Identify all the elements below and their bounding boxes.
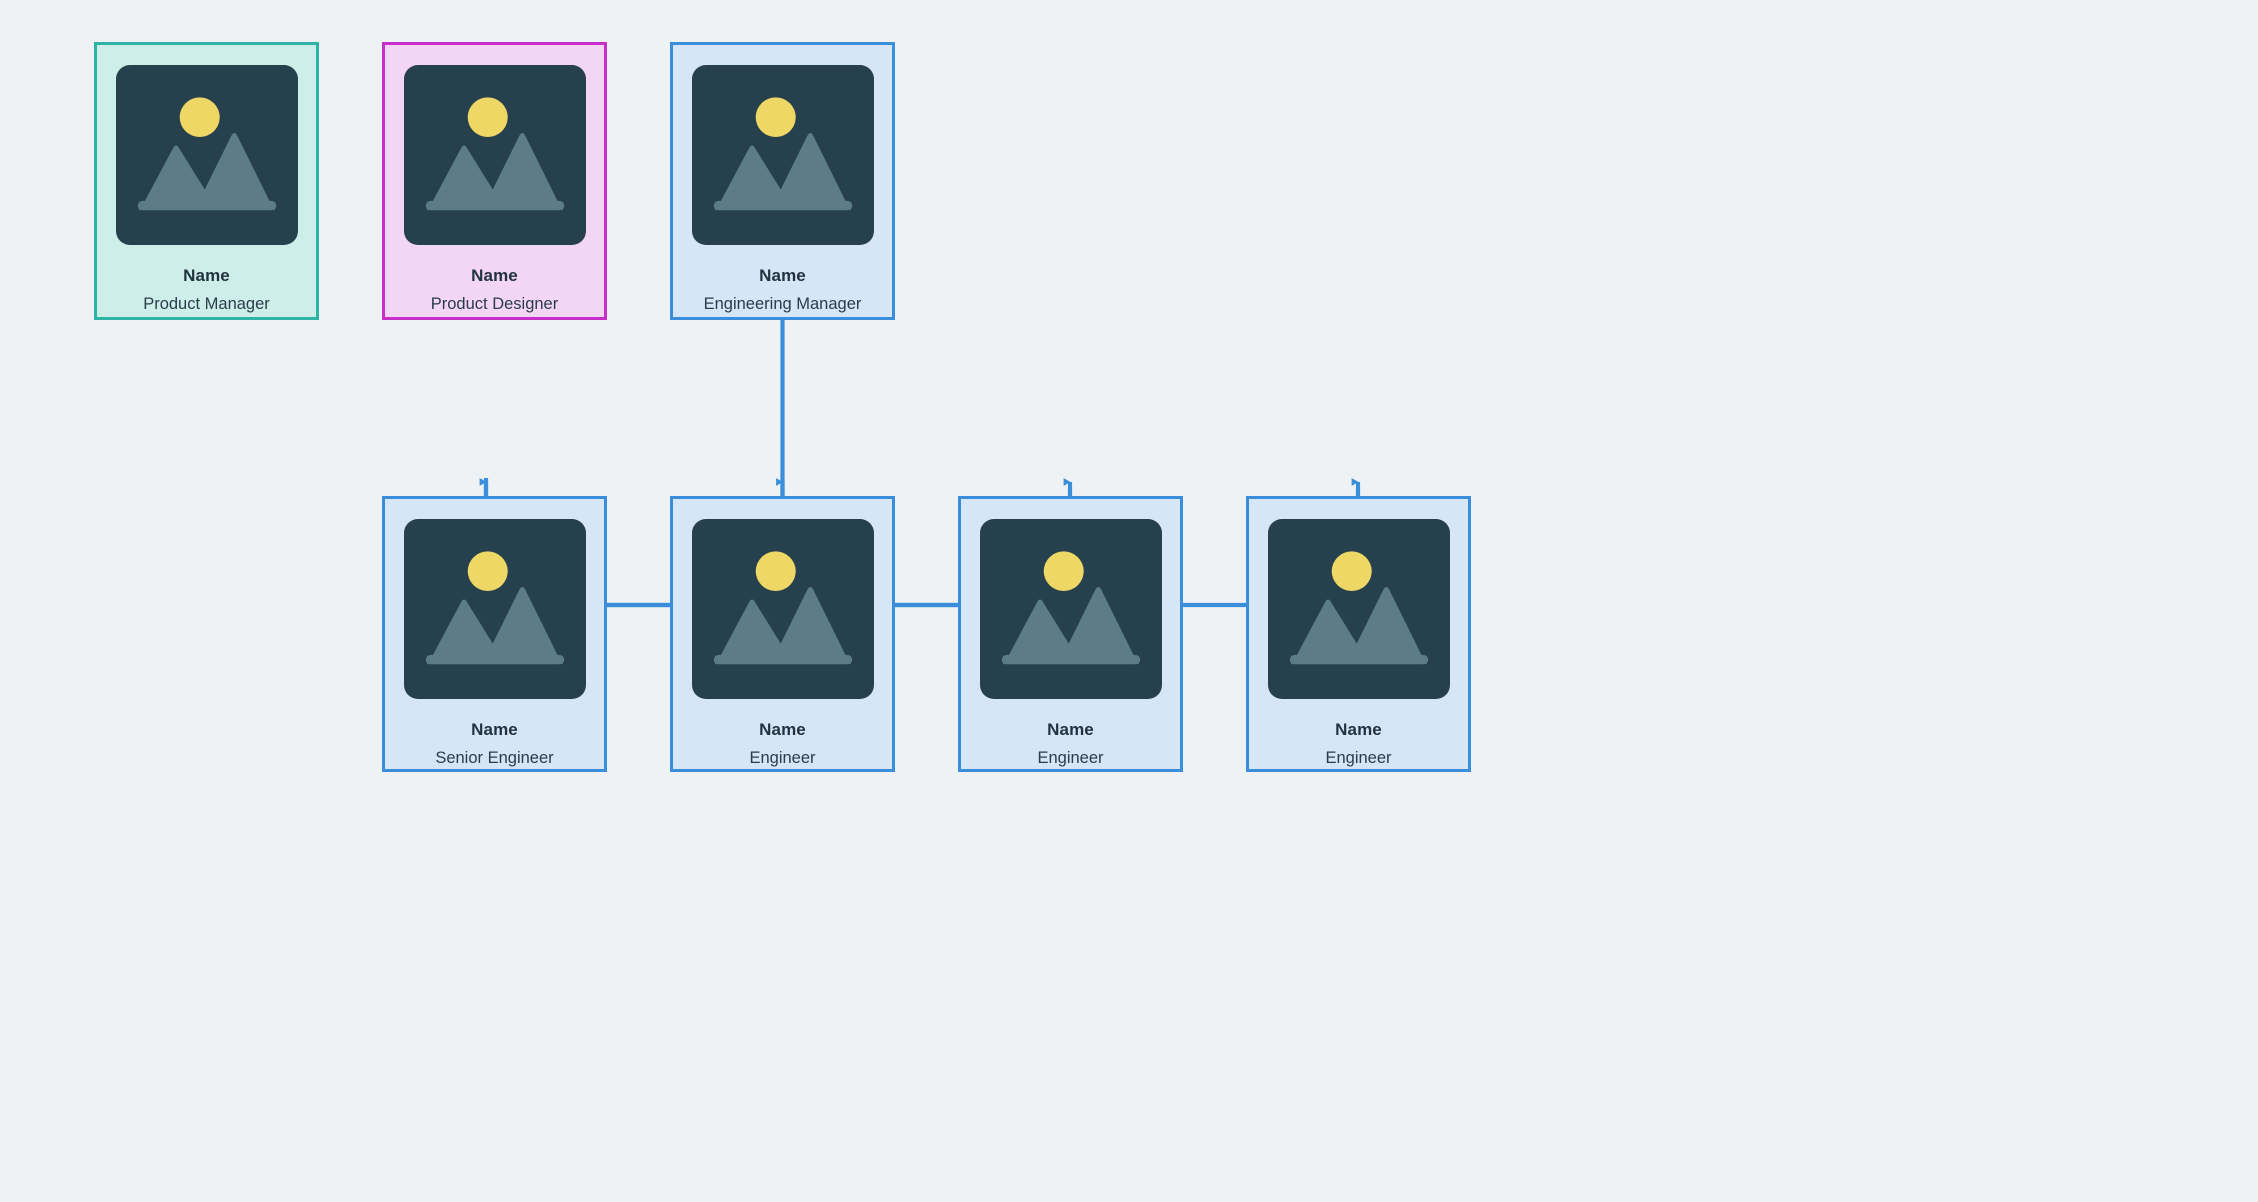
sun-icon — [1331, 551, 1372, 591]
card-role: Product Manager — [143, 295, 270, 313]
image-placeholder-icon — [1267, 519, 1450, 699]
card-thumbnail — [691, 519, 874, 699]
sun-icon — [1043, 551, 1084, 591]
mountain-shape — [137, 132, 276, 211]
card-role: Engineer — [749, 749, 816, 767]
card-thumbnail — [691, 65, 874, 245]
card-thumbnail — [979, 519, 1162, 699]
image-placeholder-icon — [403, 65, 586, 245]
sun-icon — [755, 97, 796, 137]
mountain-shape — [425, 132, 564, 211]
image-placeholder-icon — [115, 65, 298, 245]
mountain-shape — [713, 586, 852, 665]
card-name: Name — [1047, 720, 1094, 739]
card-name: Name — [471, 720, 518, 739]
image-placeholder-icon — [979, 519, 1162, 699]
card-name: Name — [759, 266, 806, 285]
sun-icon — [467, 97, 508, 137]
mountain-shape — [713, 132, 852, 211]
card-role: Product Designer — [430, 295, 559, 313]
card-name: Name — [471, 266, 518, 285]
card-thumbnail — [403, 65, 586, 245]
sun-icon — [755, 551, 796, 591]
sun-icon — [179, 97, 220, 137]
image-placeholder-icon — [691, 519, 874, 699]
image-placeholder-icon — [403, 519, 586, 699]
card-name: Name — [759, 720, 806, 739]
card-role: Engineer — [1037, 749, 1104, 767]
card-role: Engineer — [1325, 749, 1392, 767]
card-thumbnail — [1267, 519, 1450, 699]
card-role: Senior Engineer — [435, 749, 554, 767]
card-thumbnail — [115, 65, 298, 245]
card-thumbnail — [403, 519, 586, 699]
mountain-shape — [1289, 586, 1428, 665]
card-role: Engineering Manager — [703, 295, 862, 313]
card-name: Name — [183, 266, 230, 285]
mountain-shape — [425, 586, 564, 665]
image-placeholder-icon — [691, 65, 874, 245]
mountain-shape — [1001, 586, 1140, 665]
card-name: Name — [1335, 720, 1382, 739]
sun-icon — [467, 551, 508, 591]
